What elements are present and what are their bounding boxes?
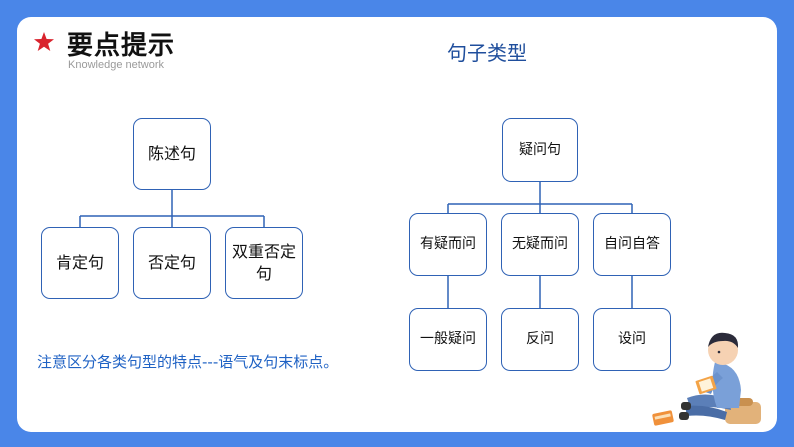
node-general-question: 一般疑问	[409, 308, 487, 371]
section-subtitle: Knowledge network	[68, 59, 165, 71]
connector-lines	[79, 182, 633, 308]
content-card: 要点提示 Knowledge network 句子类型 陈述句 肯定句 否定句 …	[17, 17, 777, 432]
node-double-negative: 双重否定句	[225, 227, 303, 299]
section-title: 要点提示	[67, 31, 176, 61]
node-hypophora: 设问	[593, 308, 671, 371]
node-interrogative: 疑问句	[502, 118, 578, 182]
node-non-genuine-question: 无疑而问	[501, 213, 579, 276]
star-icon	[34, 32, 54, 51]
reading-kid-illustration	[652, 332, 761, 426]
note-text: 注意区分各类句型的特点---语气及句末标点。	[37, 353, 339, 371]
diagram-title: 句子类型	[447, 41, 527, 65]
node-declarative: 陈述句	[133, 118, 211, 190]
node-affirmative: 肯定句	[41, 227, 119, 299]
node-negative: 否定句	[133, 227, 211, 299]
node-rhetorical-question: 反问	[501, 308, 579, 371]
node-genuine-question: 有疑而问	[409, 213, 487, 276]
node-self-answer: 自问自答	[593, 213, 671, 276]
